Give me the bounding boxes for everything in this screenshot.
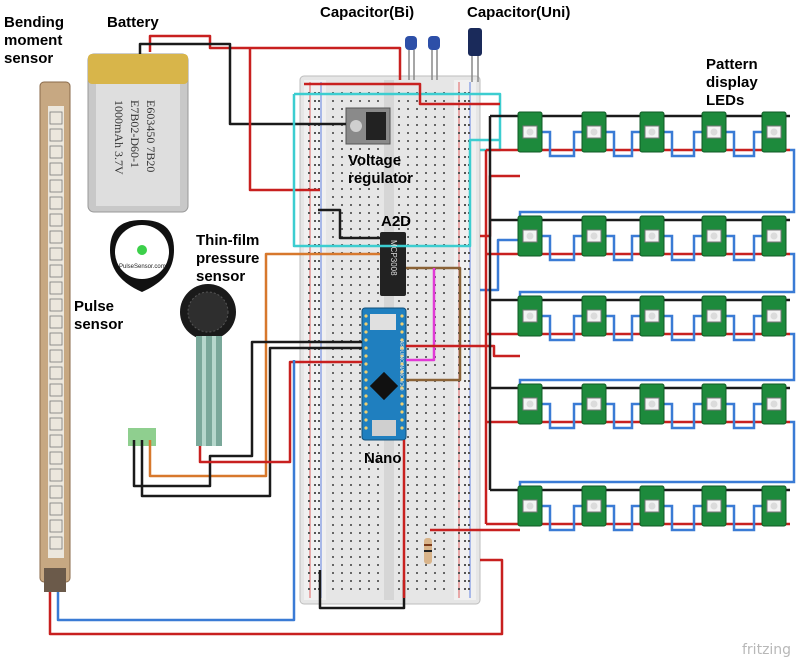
pressure-sensor [180, 284, 236, 446]
arduino-nano [361, 307, 407, 441]
capacitor-bi [405, 36, 440, 80]
label-pattern-leds: Pattern display LEDs [706, 56, 758, 109]
battery-text-2: E7B02-D60-1 [128, 100, 142, 168]
fritzing-watermark: fritzing [742, 642, 792, 658]
label-capacitor-uni: Capacitor(Uni) [467, 4, 571, 21]
pulse-sensor [110, 220, 174, 446]
battery-text-1: E603450 7B20 [144, 100, 158, 173]
resistor [424, 538, 432, 564]
capacitor-uni [468, 28, 482, 82]
bending-sensor [39, 81, 71, 592]
label-pulse-sensor: Pulse sensor [74, 298, 124, 333]
pulse-sensor-logo: PulseSensor.com [119, 264, 166, 270]
wires [48, 34, 520, 636]
a2d-chip [380, 232, 406, 296]
led-matrix [484, 111, 796, 532]
label-battery: Battery [107, 14, 159, 31]
a2d-chip-text: MCP3008 [389, 240, 398, 276]
label-capacitor-bi: Capacitor(Bi) [320, 4, 415, 21]
nano-board-text: ARDUINO NANO V3.0 [398, 340, 404, 391]
label-a2d: A2D [381, 213, 412, 230]
label-thin-film-sensor: Thin-film pressure sensor [196, 232, 260, 285]
label-nano: Nano [364, 450, 402, 467]
label-voltage-regulator: Voltage regulator [348, 152, 414, 187]
label-bending-sensor: Bending moment sensor [4, 14, 64, 67]
voltage-regulator [345, 107, 391, 145]
battery [87, 53, 189, 213]
battery-text-3: 1000mAh 3.7V [112, 100, 126, 175]
